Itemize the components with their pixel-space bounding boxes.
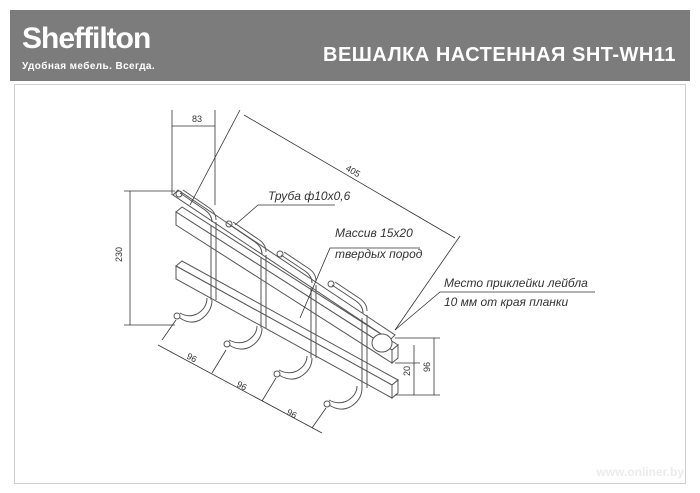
lower-hooks	[173, 190, 363, 410]
wall-plate	[172, 189, 396, 341]
lower-bar	[175, 260, 399, 400]
label-tape-2: 10 мм от края планки	[444, 295, 569, 309]
dimension-lines	[124, 109, 595, 434]
dim-height: 230	[114, 247, 124, 262]
dim-length: 405	[344, 163, 362, 179]
label-tape-1: Место приклейки лейбла	[444, 276, 588, 290]
label-pipe: Труба ф10х0,6	[268, 189, 351, 203]
label-massiv-1: Массив 15х20	[335, 226, 413, 240]
page-title: ВЕШАЛКА НАСТЕННАЯ SHT-WH11	[323, 44, 676, 66]
dim-spacing-1: 96	[185, 351, 199, 365]
connecting-rods	[210, 222, 368, 388]
watermark: www.onliner.by	[596, 465, 684, 479]
brand-logo: Sheffilton	[22, 22, 151, 55]
dim-spacing-3: 96	[285, 407, 299, 421]
dim-width-top: 83	[192, 114, 202, 124]
upper-bar	[175, 206, 399, 365]
brand-tagline: Удобная мебель. Всегда.	[22, 61, 156, 72]
drawing-frame	[14, 84, 686, 484]
dim-bar-depth: 96	[422, 362, 432, 372]
label-massiv-2: твердых пород	[335, 247, 423, 261]
dim-bar-height: 20	[402, 366, 412, 376]
dim-spacing-2: 96	[235, 379, 249, 393]
upper-hooks	[179, 189, 368, 314]
header-banner: Sheffilton Удобная мебель. Всегда. ВЕШАЛ…	[10, 10, 690, 81]
